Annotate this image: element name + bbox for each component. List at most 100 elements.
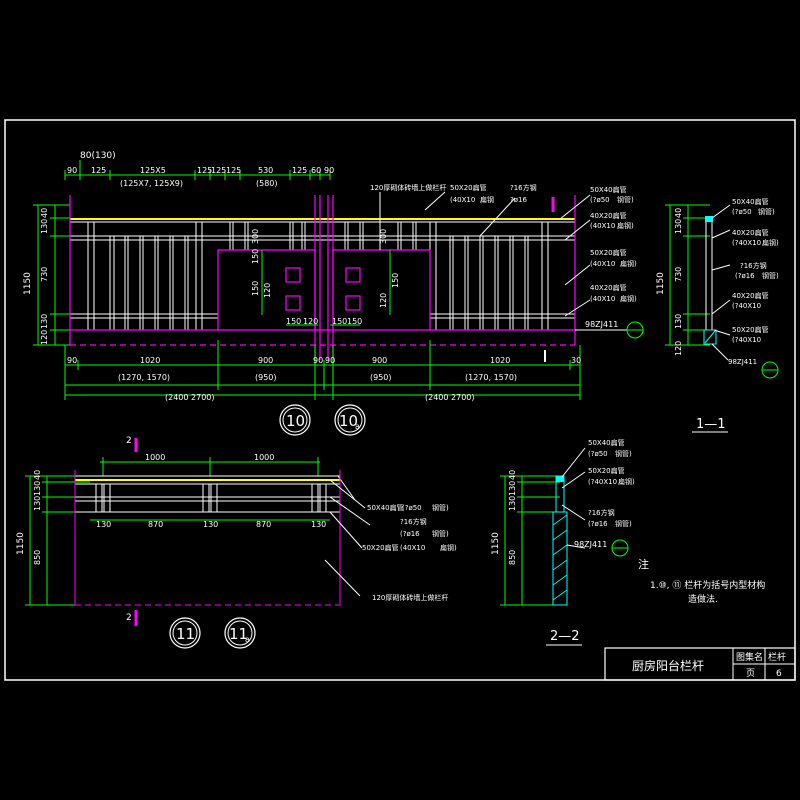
drawing-border	[4, 119, 796, 681]
dim-text: (580)	[256, 179, 278, 188]
callout-label: ?ø16	[510, 196, 527, 204]
callout-label: 扁钢)	[762, 238, 779, 247]
dim-text-total: 1150	[656, 272, 666, 295]
dim-text: 125	[211, 166, 226, 175]
callout-label: 扁钢)	[620, 294, 637, 303]
callout-label: (?40X10	[732, 336, 761, 344]
dim-text: 900	[372, 356, 387, 365]
dim-text: 130	[203, 520, 218, 529]
callout-label: (?40X10	[588, 478, 617, 486]
dim-text: 60	[311, 166, 321, 175]
dim-text: 120	[303, 317, 318, 326]
wall-panel	[69, 195, 576, 360]
title-block-title: 厨房阳台栏杆	[632, 658, 704, 673]
dim-text: 130	[674, 314, 683, 329]
dim-ticks-bottom	[64, 340, 581, 400]
detail-mark-text: 10	[286, 412, 305, 430]
ref-code: 98ZJ411	[574, 540, 607, 549]
dim-text: (125X7, 125X9)	[120, 179, 183, 188]
dim-text: 150	[286, 317, 301, 326]
callout-label: 40X20扁管	[732, 228, 769, 237]
section-post	[705, 217, 713, 331]
title-block-label: 图集名	[736, 651, 763, 663]
callout-label: (?ø16	[588, 520, 608, 528]
callout-label: (40X10	[590, 222, 615, 230]
callout-label: (?ø50	[732, 208, 752, 216]
detail-mark-10-inner	[282, 407, 308, 433]
dim-text: 130	[40, 219, 49, 234]
dim-ticks	[102, 457, 319, 476]
callout-label: 50X40扁管	[367, 503, 404, 512]
dim-text: 120	[40, 330, 49, 345]
dim-ticks	[500, 475, 560, 606]
callout-label: 50X20扁管	[450, 183, 487, 192]
callout-label: (40X10	[450, 196, 475, 204]
detail-mark-10	[279, 404, 311, 436]
cut-mark-text: 2	[126, 613, 132, 623]
section-leaders	[711, 204, 731, 361]
ref-code: 98ZJ411	[728, 358, 757, 366]
dim-text: 300	[251, 229, 260, 244]
callout-label: (?ø16	[735, 272, 755, 280]
dim-text: 1020	[140, 356, 160, 365]
section-title: 2—2	[550, 629, 580, 644]
dim-text: 125	[197, 166, 212, 175]
dim-text: 870	[256, 520, 271, 529]
dim-text: 120	[674, 341, 683, 356]
dim-text-total: (2400 2700)	[425, 393, 475, 402]
callout-label: ?16方钢	[400, 517, 427, 526]
dim-text: 120	[263, 283, 272, 298]
callout-label: (?ø50	[590, 196, 610, 204]
inner-dims	[261, 250, 391, 326]
detail-mark-text: 10	[339, 412, 358, 430]
detail-mark-sub: a	[355, 422, 360, 431]
dim-text: 125X5	[140, 166, 166, 175]
dim-text: 150	[391, 273, 400, 288]
ref-code: 98ZJ411	[585, 320, 618, 329]
callout-label: 50X40扁管	[590, 185, 627, 194]
dim-text: 130	[311, 520, 326, 529]
dim-text: 120	[379, 293, 388, 308]
section-hatch	[552, 514, 568, 601]
dim-text: 900	[258, 356, 273, 365]
callout-label: (40X10	[400, 544, 425, 552]
dim-text: 850	[508, 550, 517, 565]
callout-label: 50X20扁管	[732, 325, 769, 334]
title-block-value: 6	[776, 669, 782, 679]
callout-label: (?ø50	[588, 450, 608, 458]
dim-text: (1270, 1570)	[118, 373, 170, 382]
callout-label: 50X40扁管	[732, 197, 769, 206]
callout-label: 40X20扁管	[590, 211, 627, 220]
detail-mark-text: 11	[176, 625, 195, 643]
callout-label: 钢管)	[758, 207, 775, 216]
dim-text: 40	[674, 208, 683, 218]
elevation-11: 2 1000 1000 40 130 130 850 1150	[16, 436, 457, 649]
callout-label: 钢管)	[615, 449, 632, 458]
dim-text: 125	[292, 166, 307, 175]
balusters-right	[344, 221, 549, 331]
dim-text: 1000	[254, 453, 274, 462]
detail-mark-11a-inner	[227, 620, 253, 646]
note-line: 造做法.	[688, 593, 718, 605]
dim-text-total: 1150	[491, 532, 501, 555]
dim-text: 125	[226, 166, 241, 175]
callout-label: (?ø50	[402, 504, 422, 512]
callout-label: (?ø16	[400, 530, 420, 538]
dim-text: 90	[324, 166, 334, 175]
detail-mark-11a	[224, 617, 256, 649]
posts	[95, 475, 356, 513]
dim-text: 90	[67, 356, 77, 365]
dim-text: 300	[379, 229, 388, 244]
callout-label: 钢管)	[762, 271, 779, 280]
dim-text: 40	[33, 470, 42, 480]
callout-label: ?16方钢	[510, 183, 537, 192]
detail-mark-sub: a	[245, 635, 250, 644]
balusters-left	[87, 221, 306, 331]
callout-label: 50X40扁管	[588, 438, 625, 447]
dim-text: 40	[508, 470, 517, 480]
section-title: 1—1	[696, 417, 726, 432]
callout-label: 40X20扁管	[590, 283, 627, 292]
dim-text: 80(130)	[80, 151, 116, 161]
callout-label: (40X10	[590, 260, 615, 268]
